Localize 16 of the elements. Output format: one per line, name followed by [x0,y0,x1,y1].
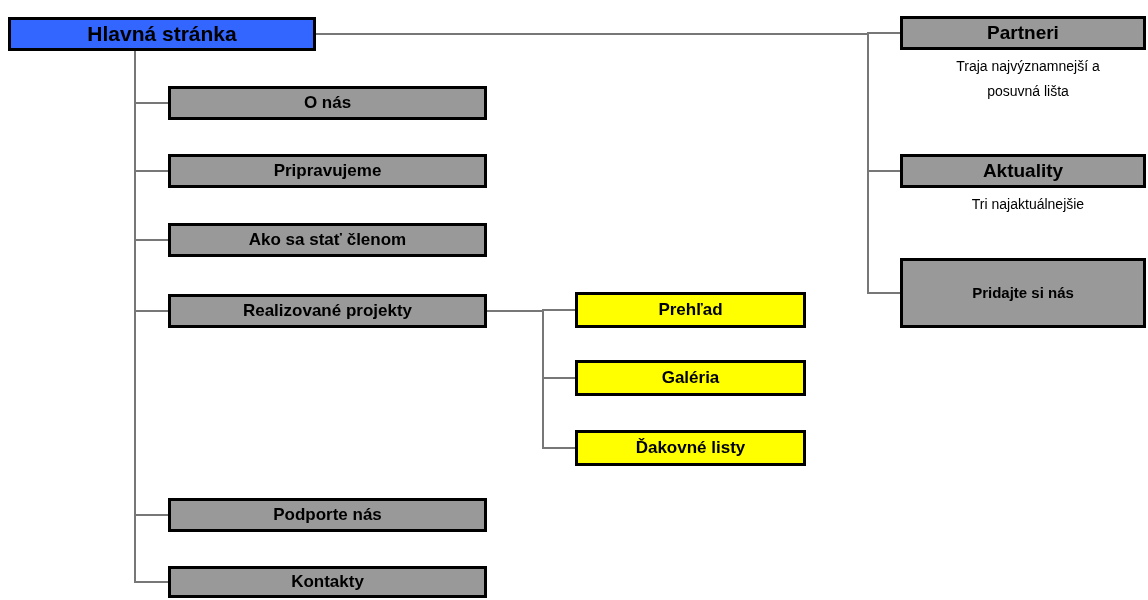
page-box: Prehľad [575,292,806,328]
page-box: Pridajte si nás [900,258,1146,328]
node-note: Traja najvýznamnejší a posuvná lišta [955,57,1101,102]
node-note: Tri najaktuálnejšie [970,195,1086,214]
page-box: Realizované projekty [168,294,487,328]
page-box: Partneri [900,16,1146,50]
page-box: Hlavná stránka [8,17,316,51]
connector-line [486,310,576,449]
page-box: Ďakovné listy [575,430,806,466]
page-box: Ako sa stať členom [168,223,487,257]
page-box: Aktuality [900,154,1146,188]
page-box: Podporte nás [168,498,487,532]
page-box: O nás [168,86,487,120]
page-box: Galéria [575,360,806,396]
page-box: Kontakty [168,566,487,598]
page-box: Pripravujeme [168,154,487,188]
